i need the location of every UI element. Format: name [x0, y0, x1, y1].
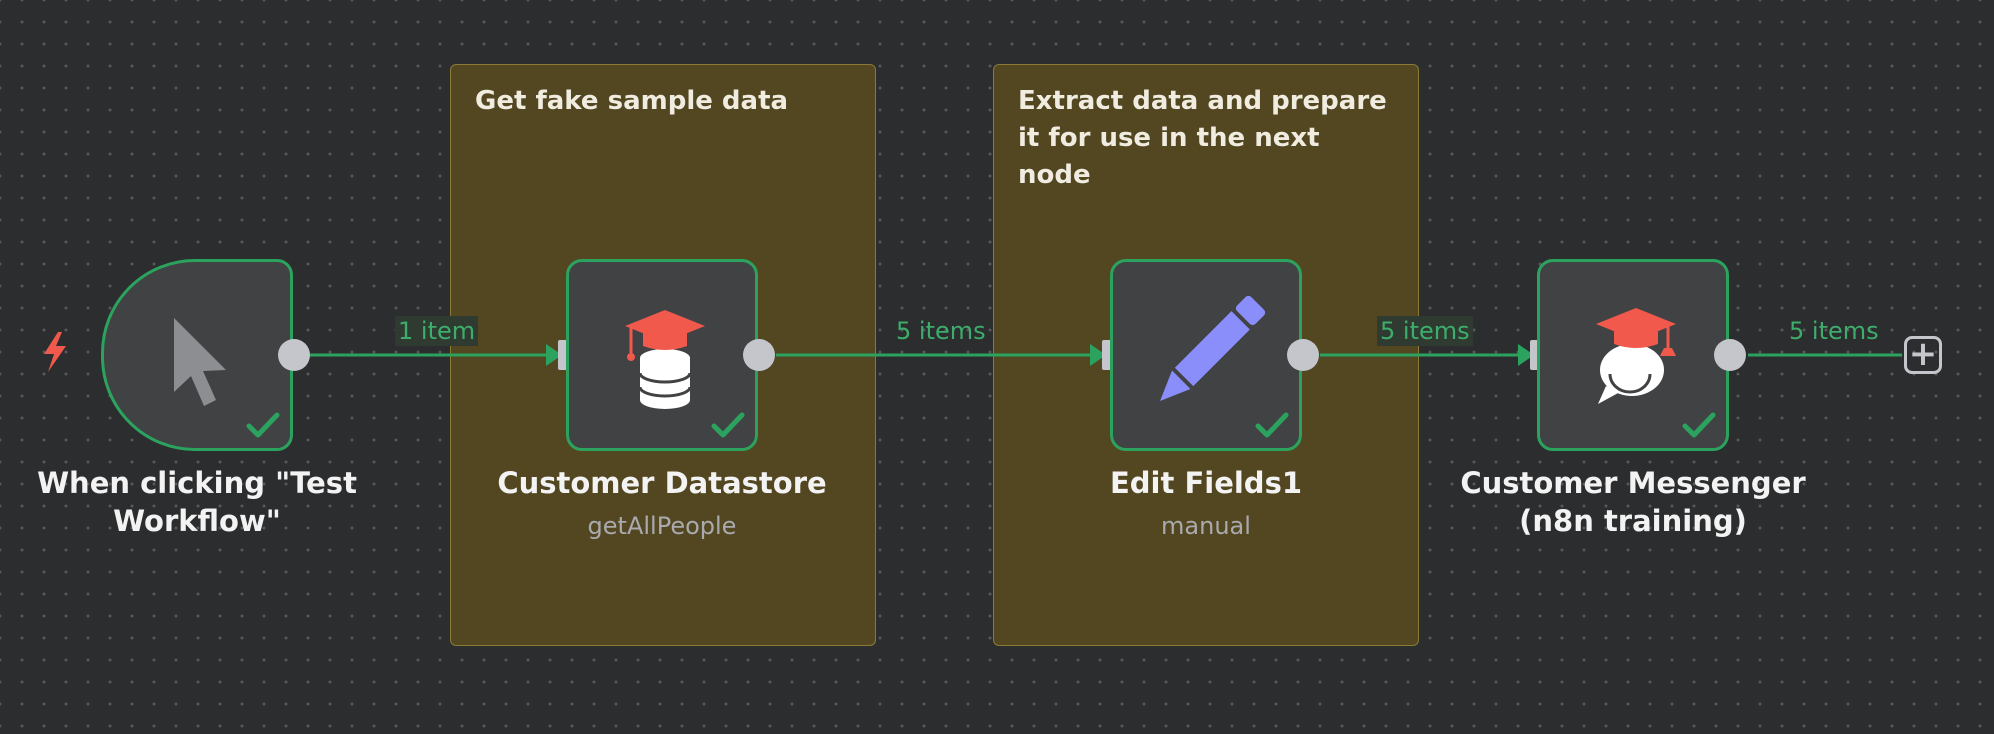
checkmark-icon: [246, 412, 280, 438]
lightning-bolt-icon: [44, 332, 66, 372]
node-customer-datastore[interactable]: [566, 259, 758, 451]
cursor-pointer-icon: [174, 318, 226, 406]
output-handle[interactable]: [743, 339, 775, 371]
connection-arrowhead: [1090, 344, 1106, 366]
node-manual-trigger[interactable]: [101, 259, 293, 451]
checkmark-icon: [711, 412, 745, 438]
output-handle[interactable]: [278, 339, 310, 371]
connection-arrowhead: [1518, 344, 1534, 366]
pencil-icon: [1160, 295, 1266, 401]
sticky-note-text: Get fake sample data: [475, 86, 789, 116]
checkmark-icon: [1682, 412, 1716, 438]
output-handle[interactable]: [1287, 339, 1319, 371]
connection-label: 5 items: [1377, 316, 1473, 346]
node-subtitle: getAllPeople: [587, 512, 737, 540]
sticky-note-text: Extract data and prepare it for use in t…: [1018, 86, 1387, 190]
chat-bubble-graduation-cap-icon: [1596, 308, 1676, 404]
connection-arrowhead: [546, 344, 562, 366]
connection-label: 1 item: [395, 316, 479, 346]
connection-label: 5 items: [1789, 317, 1879, 345]
database-graduation-cap-icon: [625, 310, 705, 409]
add-node-button[interactable]: +: [1904, 336, 1942, 374]
node-subtitle: manual: [1161, 512, 1251, 540]
output-handle[interactable]: [1714, 339, 1746, 371]
connection-label: 5 items: [896, 317, 986, 345]
node-label: Customer Datastore: [497, 466, 827, 500]
node-label: When clicking "Test Workflow": [37, 466, 357, 538]
plus-icon: +: [1908, 334, 1938, 374]
node-label: Customer Messenger (n8n training): [1460, 466, 1806, 538]
node-customer-messenger[interactable]: [1537, 259, 1729, 451]
checkmark-icon: [1255, 412, 1289, 438]
node-label: Edit Fields1: [1109, 466, 1303, 500]
node-edit-fields[interactable]: [1110, 259, 1302, 451]
